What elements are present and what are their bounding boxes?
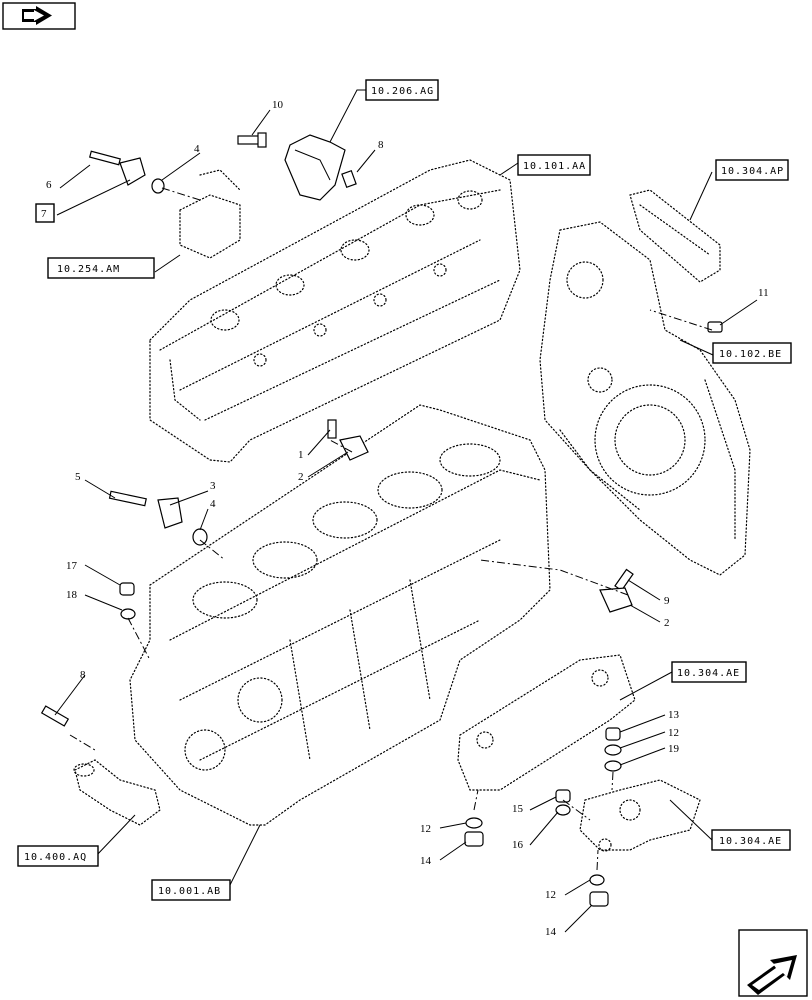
callout-16[interactable]: 16 (512, 839, 524, 851)
ref-10-304-AP-label: 10.304.AP (721, 166, 784, 177)
ref-10-304-AE-bottom[interactable]: 10.304.AE (711, 829, 791, 851)
callout-numbers: 10 8 4 6 11 1 2 5 3 4 17 18 9 2 8 13 12 … (46, 99, 769, 938)
callout-7: 7 (41, 208, 47, 220)
ref-10-102-BE[interactable]: 10.102.BE (712, 342, 792, 364)
callout-9[interactable]: 9 (664, 595, 670, 607)
callout-2-top[interactable]: 2 (298, 471, 304, 483)
forward-arrow-icon (747, 955, 797, 995)
callout-1[interactable]: 1 (298, 449, 304, 461)
callout-6[interactable]: 6 (46, 179, 52, 191)
fuel-module (179, 169, 241, 259)
ref-10-001-AB[interactable]: 10.001.AB (151, 879, 231, 901)
callout-8-top[interactable]: 8 (378, 139, 384, 151)
part-bolt-5 (108, 490, 147, 507)
part-bolt-11 (707, 321, 723, 333)
callout-12-right[interactable]: 12 (668, 727, 679, 739)
part-plug-14-bottom (589, 891, 609, 907)
callout-14-left[interactable]: 14 (420, 855, 432, 867)
part-washer-18 (120, 608, 136, 620)
ref-10-254-AM[interactable]: 10.254.AM (47, 257, 155, 279)
oil-cooler-housing (457, 654, 636, 791)
thermostat-housing (284, 134, 346, 201)
ref-10-400-AQ[interactable]: 10.400.AQ (17, 845, 99, 867)
part-washer-12-bottom (589, 874, 605, 886)
ref-10-400-AQ-label: 10.400.AQ (24, 852, 87, 863)
oil-filter-head (579, 779, 701, 852)
part-sensor-2-top (339, 435, 369, 461)
callout-8-left[interactable]: 8 (80, 669, 86, 681)
callout-7-box[interactable]: 7 (35, 203, 55, 223)
ref-10-206-AG[interactable]: 10.206.AG (365, 79, 439, 101)
part-sensor-10 (237, 132, 267, 148)
engine-block (129, 404, 551, 826)
callout-12-bottom[interactable]: 12 (545, 889, 556, 901)
cylinder-head (149, 159, 521, 463)
back-nav-button[interactable] (2, 2, 76, 30)
part-plug-17 (119, 582, 135, 596)
part-washer-12-left (465, 817, 483, 829)
ref-10-304-AE-top-label: 10.304.AE (677, 668, 740, 679)
ref-10-001-AB-label: 10.001.AB (158, 886, 221, 897)
callout-14-bottom[interactable]: 14 (545, 926, 557, 938)
part-sensor-8-left (40, 705, 70, 727)
part-sensor-3 (157, 497, 183, 529)
part-oring-4-mid (192, 528, 208, 546)
callout-13[interactable]: 13 (668, 709, 680, 721)
part-oring-4-top (151, 178, 165, 194)
part-plug-15 (555, 789, 571, 803)
callout-19[interactable]: 19 (668, 743, 680, 755)
ref-10-101-AA-label: 10.101.AA (523, 161, 586, 172)
part-plug-14-left (464, 831, 484, 847)
part-bolt-1 (327, 419, 337, 439)
callout-4-mid[interactable]: 4 (210, 498, 216, 510)
part-washer-16 (555, 804, 571, 816)
callout-15[interactable]: 15 (512, 803, 524, 815)
part-washer-12-right (604, 744, 622, 756)
ref-10-304-AE-bottom-label: 10.304.AE (719, 836, 782, 847)
callout-5[interactable]: 5 (75, 471, 81, 483)
ref-10-304-AP[interactable]: 10.304.AP (715, 159, 789, 181)
part-bolt-9 (614, 568, 634, 592)
forward-nav-button[interactable] (738, 929, 808, 997)
part-bolt-6 (88, 150, 122, 166)
ref-10-206-AG-label: 10.206.AG (371, 86, 434, 97)
callout-3[interactable]: 3 (210, 480, 216, 492)
callout-11[interactable]: 11 (758, 287, 769, 299)
callout-12-left[interactable]: 12 (420, 823, 431, 835)
cover-plate (629, 189, 721, 283)
leader-lines (54, 89, 758, 933)
part-sensor-2-right (599, 587, 633, 613)
callout-2-right[interactable]: 2 (664, 617, 670, 629)
ref-10-102-BE-label: 10.102.BE (719, 349, 782, 360)
part-sensor-8-top (341, 169, 357, 189)
callout-10[interactable]: 10 (272, 99, 284, 111)
back-arrow-icon (22, 6, 52, 25)
ref-10-254-AM-label: 10.254.AM (57, 264, 120, 275)
callout-18[interactable]: 18 (66, 589, 78, 601)
part-washer-19 (604, 760, 622, 772)
flywheel-housing (539, 221, 751, 576)
ref-10-101-AA[interactable]: 10.101.AA (517, 154, 591, 176)
part-sensor-7 (119, 157, 146, 186)
callout-4-top[interactable]: 4 (194, 143, 200, 155)
ref-10-304-AE-top[interactable]: 10.304.AE (671, 661, 747, 683)
callout-17[interactable]: 17 (66, 560, 78, 572)
alignment-lines (69, 187, 713, 871)
part-plug-13 (605, 727, 621, 741)
water-pipe (73, 759, 161, 826)
